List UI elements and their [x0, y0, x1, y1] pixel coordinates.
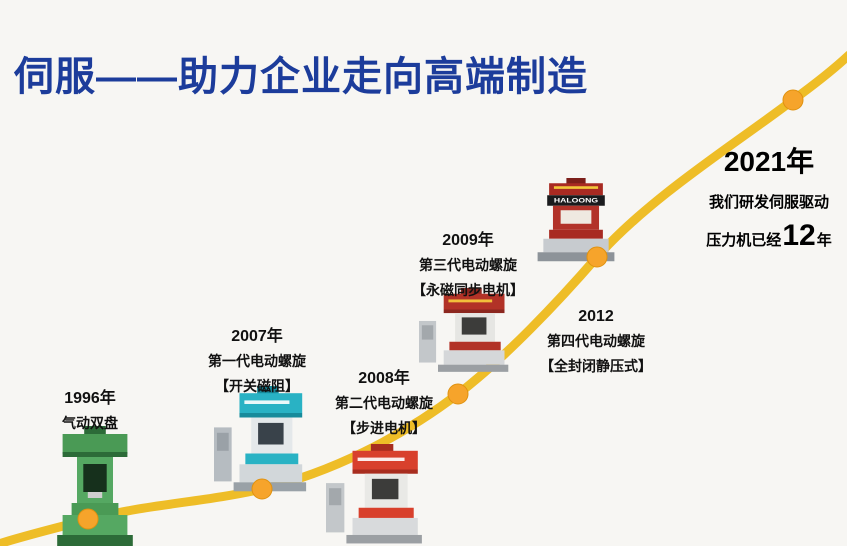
milestone-2007-label: 第一代电动螺旋 [208, 353, 306, 369]
milestone-2009-sublabel: 【永磁同步电机】 [412, 282, 524, 298]
press-machine-2008-illustration [326, 444, 428, 546]
press-machine-2007-icon [214, 386, 307, 492]
milestone-1996-year: 1996年 [64, 390, 116, 407]
finale-year: 2021年 [723, 146, 815, 177]
milestone-2012-label: 第四代电动螺旋 [547, 333, 645, 349]
milestone-1996: 1996年 气动双盘 [34, 384, 146, 433]
milestone-2009-label: 第三代电动螺旋 [419, 257, 517, 273]
milestone-2007-sublabel: 【开关磁阻】 [215, 378, 299, 394]
press-machine-2008-icon [326, 444, 422, 544]
finale-line2-prefix: 压力机已经 [706, 232, 782, 249]
press-machine-1996-icon [57, 426, 133, 546]
finale-line2-suffix: 年 [816, 232, 832, 249]
milestone-1996-label: 气动双盘 [62, 415, 118, 431]
milestone-2008-year: 2008年 [358, 370, 410, 387]
finale-line2-number: 12 [782, 219, 816, 252]
press-machine-2012-illustration: HALOONG [528, 178, 624, 268]
milestone-2007-year: 2007年 [231, 328, 283, 345]
press-machine-2009-icon [419, 288, 509, 372]
milestone-2008-label: 第二代电动螺旋 [335, 395, 433, 411]
milestone-2009-year: 2009年 [442, 232, 494, 249]
milestone-2008-sublabel: 【步进电机】 [342, 420, 426, 436]
milestone-2007: 2007年 第一代电动螺旋 【开关磁阻】 [194, 322, 320, 396]
finale-line2: 压力机已经12年 [698, 219, 840, 253]
press-machine-2009-illustration [419, 288, 514, 374]
press-machine-2007-illustration [214, 386, 312, 494]
machine-brand-label: HALOONG [554, 197, 598, 205]
milestone-2021: 2021年 我们研发伺服驱动 压力机已经12年 [698, 140, 840, 253]
press-machine-2012-icon: HALOONG [537, 178, 615, 262]
milestone-2012-year: 2012 [578, 308, 614, 325]
milestone-2012: 2012 第四代电动螺旋 【全封闭静压式】 [532, 308, 660, 376]
milestone-2012-sublabel: 【全封闭静压式】 [540, 358, 652, 374]
finale-line1: 我们研发伺服驱动 [708, 194, 829, 211]
milestone-2009: 2009年 第三代电动螺旋 【永磁同步电机】 [404, 226, 532, 300]
milestone-2008: 2008年 第二代电动螺旋 【步进电机】 [320, 364, 448, 438]
press-machine-1996-illustration [50, 426, 140, 546]
page-title: 伺服——助力企业走向高端制造 [14, 55, 588, 99]
